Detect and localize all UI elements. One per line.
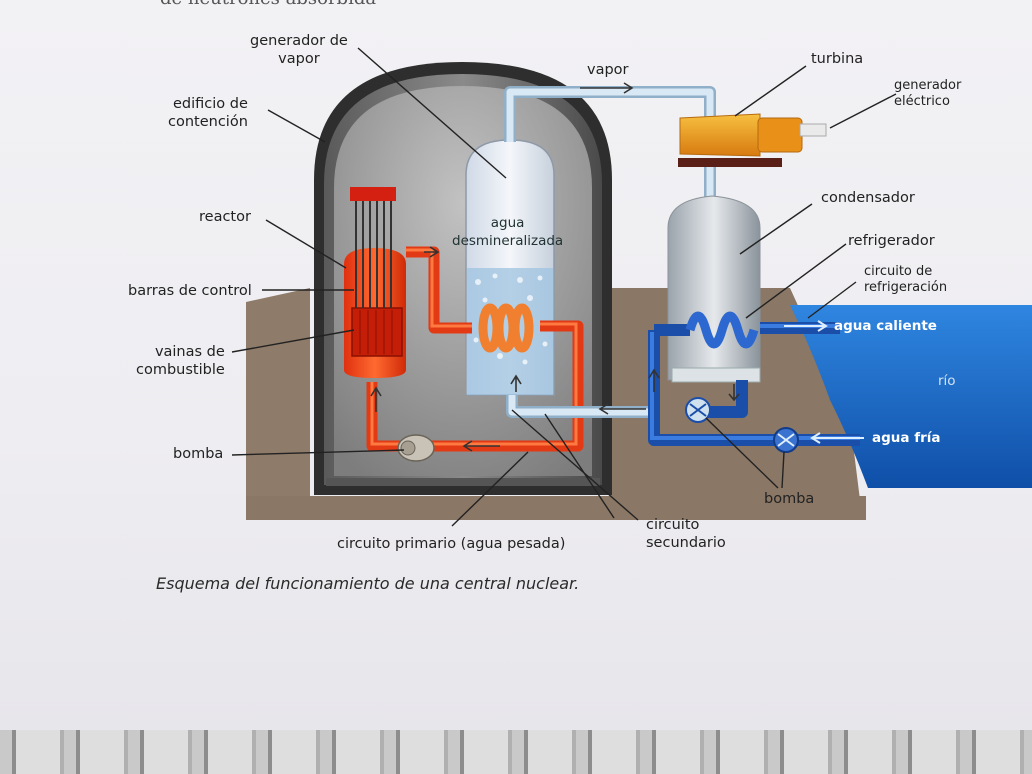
label-reactor: reactor <box>199 209 251 225</box>
steam-generator-coil <box>478 303 534 353</box>
label-control-rods: barras de control <box>128 283 252 299</box>
label-secondary-circuit: circuito secundario <box>646 517 726 551</box>
cut-off-text: de neutrones absorbida <box>160 0 376 9</box>
label-refrigerator: refrigerador <box>848 233 935 249</box>
cooling-pump-icon <box>685 397 711 423</box>
turbine-base <box>678 158 782 167</box>
control-rod-head <box>350 187 396 201</box>
label-river: río <box>938 373 956 389</box>
label-condenser: condensador <box>821 190 915 206</box>
river-pump-icon <box>773 427 799 453</box>
label-turbine: turbina <box>811 51 864 67</box>
condenser-coil <box>685 311 759 349</box>
label-primary-circuit: circuito primario (agua pesada) <box>337 536 566 552</box>
primary-pump-icon <box>397 434 435 462</box>
textbook-page: de neutrones absorbida <box>0 0 1032 730</box>
label-hot-water: agua caliente <box>834 318 937 334</box>
control-rods <box>355 201 392 308</box>
label-pump-cooling: bomba <box>764 491 815 507</box>
label-cold-water: agua fría <box>872 430 941 446</box>
electric-generator <box>757 117 803 153</box>
label-cooling-circuit: circuito de refrigeración <box>864 264 948 295</box>
label-fuel-cladding: vainas de combustible <box>136 344 225 378</box>
label-steam-generator: generador de vapor <box>250 33 348 67</box>
leader-lines <box>231 47 897 527</box>
background-fabric <box>0 730 1032 774</box>
turbine <box>679 113 761 157</box>
label-electric-generator: generador eléctrico <box>894 78 962 109</box>
nuclear-plant-diagram <box>231 47 1032 527</box>
ground-left <box>246 288 310 520</box>
label-demineralized-water: agua desmineralizada <box>452 215 564 249</box>
condenser <box>667 195 761 381</box>
generator-shaft <box>799 123 827 137</box>
label-containment: edificio de contención <box>168 96 248 130</box>
label-pump-primary: bomba <box>173 446 224 462</box>
figure-caption: Esquema del funcionamiento de una centra… <box>156 574 580 593</box>
label-vapor: vapor <box>587 62 629 78</box>
